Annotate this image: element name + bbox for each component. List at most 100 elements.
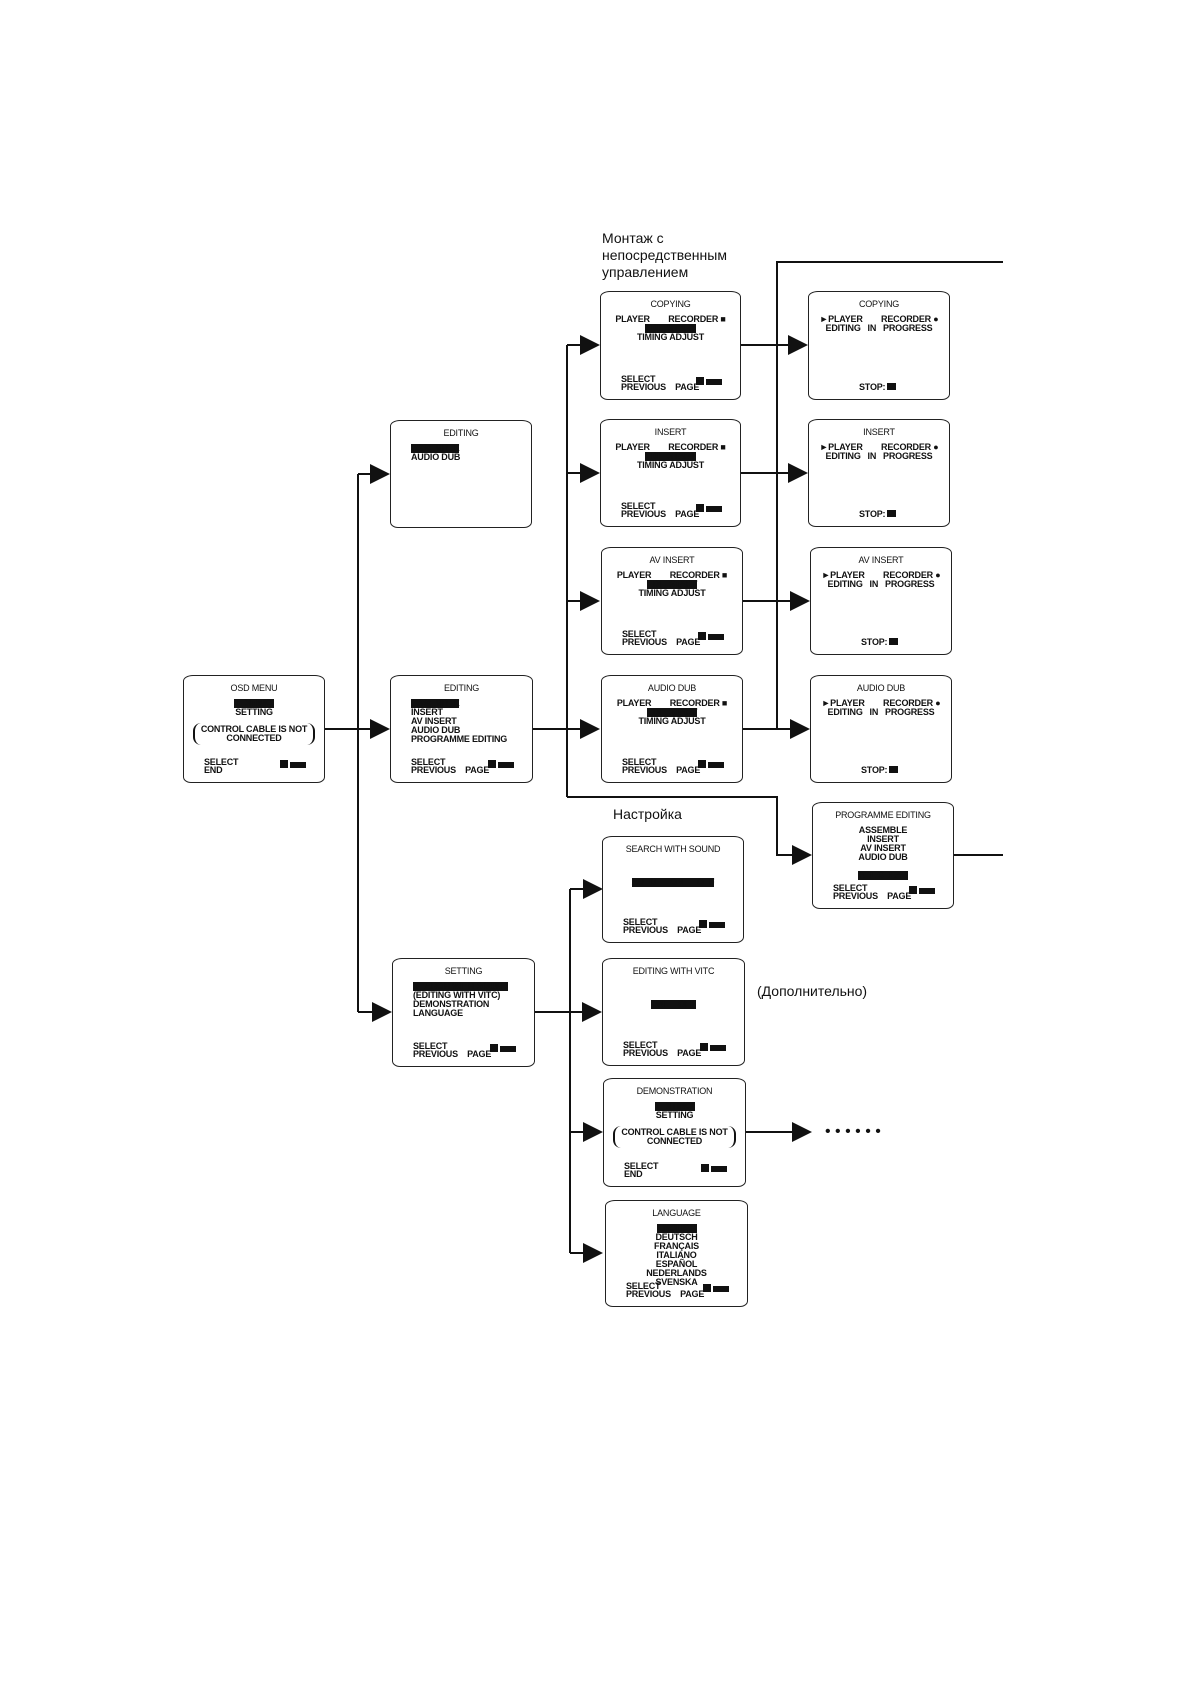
menu-item: (EDITING WITH VITC) bbox=[413, 990, 501, 1000]
footer-label: SELECT bbox=[621, 374, 656, 384]
menu-list: AUTO ON OFF bbox=[603, 860, 743, 887]
menu-item: ►PLAYER RECORDER ● bbox=[819, 442, 939, 452]
screen-title: AV INSERT bbox=[858, 555, 904, 565]
menu-item: PLAYER RECORDER ■ bbox=[615, 314, 726, 324]
footer-label: SELECT bbox=[621, 501, 656, 511]
menu-item: SVENSKA bbox=[655, 1277, 698, 1287]
screen-title: AUDIO DUB bbox=[647, 683, 697, 693]
menu-item: DEUTSCH bbox=[655, 1232, 698, 1242]
footer-label: SELECT bbox=[626, 1281, 661, 1291]
footer-label: SELECT bbox=[204, 757, 239, 767]
key-icons bbox=[694, 377, 722, 387]
up-down-key-icon bbox=[698, 632, 706, 640]
continuation-dots: • • • • • • bbox=[825, 1123, 881, 1140]
menu-item-selected: EDIT START bbox=[645, 323, 696, 333]
menu-item: SETTING bbox=[655, 1110, 694, 1120]
menu-item-selected: EDITING bbox=[234, 699, 274, 708]
menu-item: ESPAÑOL bbox=[655, 1259, 698, 1269]
notice-line: CONTROL CABLE IS NOT bbox=[621, 1127, 728, 1137]
screen-title: COPYING bbox=[858, 299, 900, 309]
screen-footer: STOP: bbox=[859, 383, 896, 392]
menu-item: AV INSERT bbox=[411, 716, 457, 726]
ok-key-icon bbox=[713, 1286, 729, 1292]
menu-item: ITALIANO bbox=[656, 1250, 697, 1260]
ok-key-icon bbox=[498, 762, 514, 768]
menu-item bbox=[603, 982, 744, 991]
menu-item: AUDIO DUB bbox=[411, 452, 461, 462]
key-icons bbox=[699, 1164, 727, 1174]
menu-item: EDITING IN PROGRESS bbox=[827, 579, 935, 589]
stop-key-icon bbox=[889, 766, 898, 773]
ok-key-icon bbox=[708, 762, 724, 768]
key-icons bbox=[486, 760, 514, 770]
menu-list: ON OFF bbox=[603, 982, 744, 1009]
footer-label: PREVIOUS PAGE bbox=[621, 509, 700, 519]
screen-footer: STOP: bbox=[861, 637, 898, 647]
menu-item-selected: EDIT START bbox=[646, 579, 698, 589]
menu-item-selected: ENGLISH bbox=[656, 1223, 697, 1233]
menu-item: ►PLAYER RECORDER ● bbox=[819, 314, 939, 324]
screen-title: PROGRAMME EDITING bbox=[835, 810, 931, 820]
ok-key-icon bbox=[711, 1166, 727, 1172]
up-down-key-icon bbox=[490, 1044, 498, 1052]
optional-label: (Дополнительно) bbox=[757, 983, 868, 999]
key-icons bbox=[278, 760, 306, 770]
arrow bbox=[567, 796, 812, 865]
footer-label: PREVIOUS PAGE bbox=[626, 1289, 705, 1299]
up-down-key-icon bbox=[280, 760, 288, 768]
menu-item-selected: EDIT START bbox=[646, 707, 698, 717]
footer-label: STOP: bbox=[861, 765, 888, 775]
key-icons bbox=[696, 760, 724, 770]
key-icons bbox=[701, 1284, 729, 1294]
menu-item: EDITING IN PROGRESS bbox=[825, 451, 933, 461]
menu-list: ►PLAYER RECORDER ●EDITING IN PROGRESS bbox=[809, 443, 949, 461]
footer-label: STOP: bbox=[861, 637, 888, 647]
footer-label: SELECT bbox=[413, 1041, 448, 1051]
up-down-key-icon bbox=[700, 1043, 708, 1051]
menu-item-selected: ASSEMBLE bbox=[411, 443, 460, 453]
ok-key-icon bbox=[500, 1046, 516, 1052]
screen-title: SETTING bbox=[444, 966, 483, 976]
menu-item: ASSEMBLE bbox=[858, 825, 908, 835]
connector bbox=[776, 261, 1003, 729]
footer-label: END bbox=[204, 765, 223, 775]
setup-label: Настройка bbox=[613, 806, 682, 822]
up-down-key-icon bbox=[696, 504, 704, 512]
notice-line: CONTROL CABLE IS NOT bbox=[200, 724, 308, 734]
screen-title: AUDIO DUB bbox=[856, 683, 906, 693]
up-down-key-icon bbox=[488, 760, 496, 768]
ok-key-icon bbox=[708, 634, 724, 640]
menu-item: EDITING IN PROGRESS bbox=[825, 323, 933, 333]
up-down-key-icon bbox=[701, 1164, 709, 1172]
key-icons bbox=[488, 1044, 516, 1054]
key-icons bbox=[698, 1043, 726, 1053]
footer-label: SELECT bbox=[622, 629, 657, 639]
footer-label: STOP: bbox=[859, 509, 886, 519]
footer-label: PREVIOUS PAGE bbox=[621, 382, 700, 392]
menu-item: ►PLAYER RECORDER ● bbox=[821, 570, 941, 580]
screen-footer: STOP: bbox=[859, 509, 896, 519]
key-icons bbox=[694, 504, 722, 514]
ok-key-icon bbox=[710, 1045, 726, 1051]
menu-list: ►PLAYER RECORDER ●EDITING IN PROGRESS bbox=[809, 315, 949, 333]
screen-title: LANGUAGE bbox=[652, 1208, 701, 1218]
